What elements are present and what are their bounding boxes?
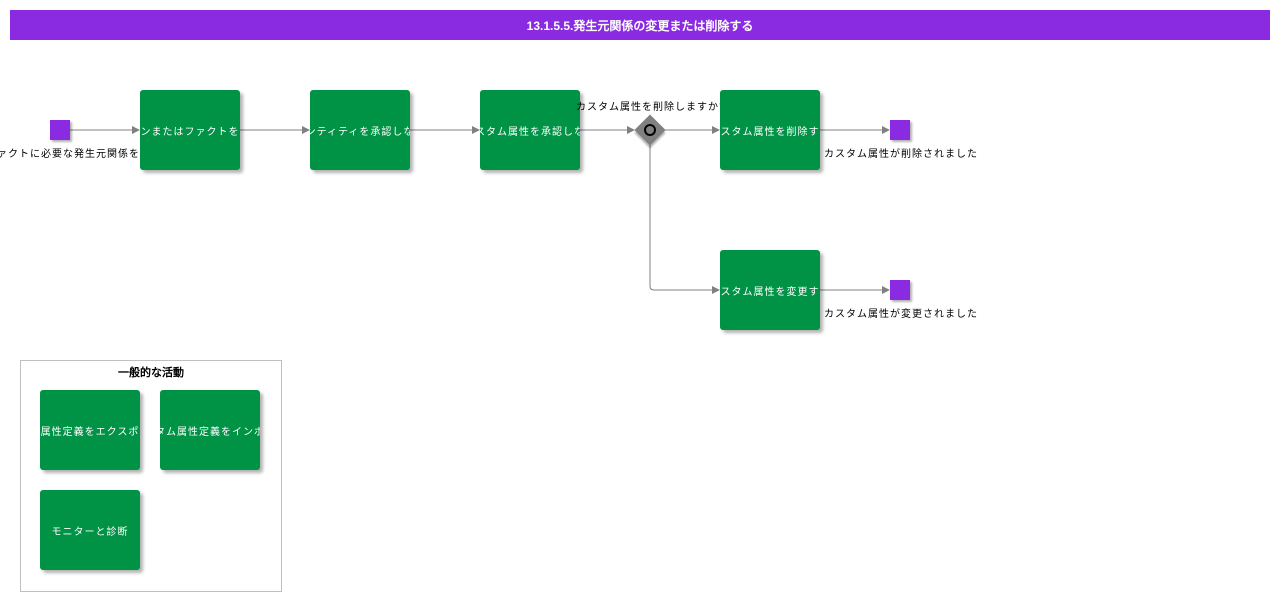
- end-event-deleted-label: カスタム属性が削除されました: [824, 149, 978, 160]
- end-event-changed[interactable]: [890, 280, 910, 300]
- task-label: ンティティを承認しな: [310, 126, 410, 138]
- diagram-title: 13.1.5.5.発生元関係の変更または削除する: [10, 10, 1270, 40]
- task-monitor-and-diagnose[interactable]: モニターと診断: [40, 490, 140, 570]
- gateway-label: カスタム属性を削除しますか?: [576, 102, 726, 113]
- edge-gateway-to-task5: [649, 145, 720, 294]
- task-import-attribute-definitions[interactable]: カスタム属性定義をインポート: [160, 390, 260, 470]
- task-label: スタム属性を削除す: [720, 126, 820, 138]
- end-event-deleted[interactable]: [890, 120, 910, 140]
- task-delete-custom-attribute[interactable]: スタム属性を削除す: [720, 90, 820, 170]
- task-export-attribute-definitions[interactable]: 属性定義をエクスポ: [40, 390, 140, 470]
- task-label: スタム属性を承認しな: [480, 126, 580, 138]
- task-label: ンまたはファクトを: [140, 126, 240, 138]
- task-approve-custom-attribute[interactable]: スタム属性を承認しな: [480, 90, 580, 170]
- task-label: スタム属性を変更す: [720, 286, 820, 298]
- start-event-label: ァクトに必要な発生元関係を: [0, 149, 140, 160]
- circle-gateway-icon: [644, 124, 656, 136]
- task-select-fact[interactable]: ンまたはファクトを: [140, 90, 240, 170]
- task-label: 属性定義をエクスポ: [40, 426, 140, 438]
- group-title: 一般的な活動: [118, 366, 184, 379]
- task-approve-entity[interactable]: ンティティを承認しな: [310, 90, 410, 170]
- decision-gateway[interactable]: [634, 114, 666, 146]
- task-label: モニターと診断: [51, 526, 129, 538]
- task-change-custom-attribute[interactable]: スタム属性を変更す: [720, 250, 820, 330]
- end-event-changed-label: カスタム属性が変更されました: [824, 309, 978, 320]
- task-label: カスタム属性定義をインポート: [160, 426, 260, 438]
- start-event[interactable]: [50, 120, 70, 140]
